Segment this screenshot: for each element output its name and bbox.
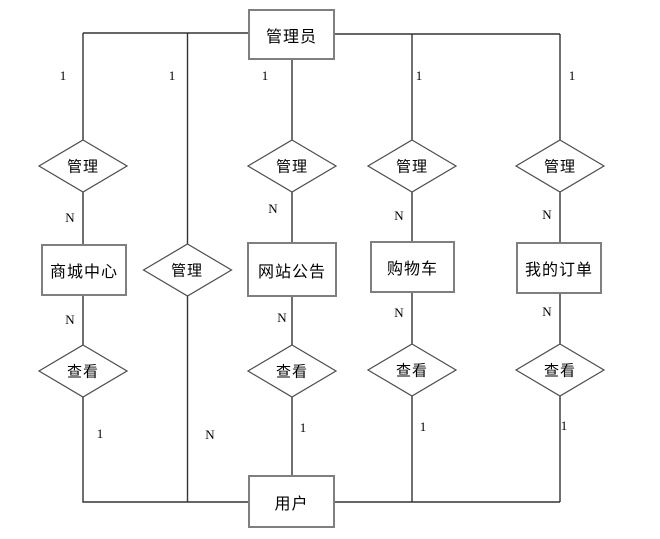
- cardinality-manage-user-many: N: [205, 427, 215, 442]
- relationship-view-cart-label: 查看: [395, 362, 429, 380]
- cardinality-view-mall-many: N: [65, 312, 75, 327]
- relationship-manage-user-label: 管理: [170, 262, 204, 280]
- cardinality-view-announcement-many: N: [277, 310, 287, 325]
- diamond-manage-cart: [366, 139, 458, 193]
- diamond-view-orders: [514, 343, 606, 397]
- cardinality-admin-cart-one: 1: [415, 68, 423, 83]
- diamond-view-cart: [366, 343, 458, 397]
- cardinality-admin-orders-one: 1: [568, 68, 576, 83]
- entity-admin: 管理员: [248, 9, 335, 60]
- entity-admin-label: 管理员: [265, 28, 317, 46]
- diamond-manage-mall: [37, 139, 129, 193]
- connector-view-mall-to-user: [82, 397, 248, 503]
- diamond-manage-user: [142, 243, 233, 297]
- relationship-view-orders-label: 查看: [543, 362, 577, 380]
- entity-shopping-cart: 购物车: [370, 241, 455, 293]
- cardinality-admin-user-one: 1: [168, 68, 176, 83]
- cardinality-admin-mall-one: 1: [59, 68, 67, 83]
- entity-my-orders: 我的订单: [516, 242, 602, 294]
- relationship-view-mall-label: 查看: [66, 363, 100, 381]
- diamond-manage-announcement: [246, 139, 338, 193]
- relationship-manage-mall-label: 管理: [66, 158, 100, 176]
- relationship-manage-orders-label: 管理: [543, 158, 577, 176]
- cardinality-manage-announcement-many: N: [268, 201, 278, 216]
- cardinality-manage-cart-many: N: [394, 208, 404, 223]
- cardinality-view-mall-one: 1: [96, 426, 104, 441]
- entity-site-announcement-label: 网站公告: [257, 263, 326, 281]
- diamond-manage-orders: [514, 139, 606, 193]
- cardinality-view-cart-many: N: [394, 305, 404, 320]
- cardinality-manage-orders-many: N: [542, 207, 552, 222]
- entity-site-announcement: 网站公告: [247, 242, 337, 297]
- entity-user-label: 用户: [274, 495, 309, 513]
- diamond-view-mall: [37, 344, 129, 398]
- cardinality-view-orders-many: N: [542, 304, 552, 319]
- diamond-view-announcement: [246, 344, 338, 398]
- entity-user: 用户: [248, 475, 335, 528]
- entity-my-orders-label: 我的订单: [524, 262, 593, 279]
- cardinality-manage-mall-many: N: [65, 210, 75, 225]
- cardinality-view-cart-one: 1: [419, 419, 427, 434]
- entity-mall-center: 商城中心: [41, 244, 127, 296]
- relationship-view-announcement-label: 查看: [275, 363, 309, 381]
- entity-mall-center-label: 商城中心: [49, 264, 118, 281]
- relationship-manage-announcement-label: 管理: [275, 158, 309, 176]
- relationship-manage-cart-label: 管理: [395, 158, 429, 176]
- cardinality-admin-announcement-one: 1: [261, 68, 269, 83]
- entity-shopping-cart-label: 购物车: [386, 261, 438, 278]
- cardinality-view-orders-one: 1: [560, 418, 568, 433]
- cardinality-view-announcement-one: 1: [299, 420, 307, 435]
